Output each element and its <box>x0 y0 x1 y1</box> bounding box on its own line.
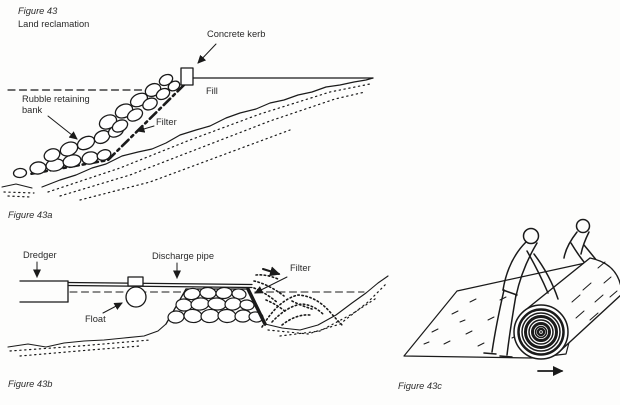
rubble-stone <box>167 310 185 324</box>
rubble-stone <box>76 135 96 151</box>
label-filter-43b: Filter <box>290 263 311 273</box>
rubble-stone <box>96 149 112 161</box>
label-float: Float <box>85 314 106 324</box>
worker-left-head <box>522 227 540 245</box>
ground-left-43a <box>1 183 33 189</box>
filter-layer-43b <box>246 287 267 326</box>
worker-left-front <box>515 242 538 297</box>
filter-arrow-43a <box>136 125 155 133</box>
caption-figure-43c: Figure 43c <box>398 381 442 391</box>
roll-shading-hatch <box>571 261 618 321</box>
rubble-stone <box>183 308 203 324</box>
rubble-stone <box>43 148 61 162</box>
worker-left-leg <box>491 289 505 353</box>
label-discharge-pipe: Discharge pipe <box>152 251 215 261</box>
panel-43a <box>1 43 374 201</box>
rubble-stones-43a <box>12 73 181 179</box>
caption-figure-43b: Figure 43b <box>8 379 53 389</box>
sea-bed-right <box>264 275 389 331</box>
concrete-kerb <box>180 67 194 86</box>
worker-right-back <box>563 231 578 259</box>
label-concrete-kerb: Concrete kerb <box>207 29 266 39</box>
label-filter-43a: Filter <box>156 117 177 127</box>
float-arrow <box>102 302 123 314</box>
worker-left <box>483 227 559 358</box>
concrete-kerb-arrow <box>197 43 217 64</box>
ground-slope-43a <box>41 77 374 188</box>
worker-right-front <box>580 231 590 255</box>
float-circle <box>125 286 147 308</box>
label-fill: Fill <box>206 86 218 96</box>
rubble-stone <box>111 119 129 133</box>
worker-left-foot <box>499 355 513 358</box>
worker-left-foot <box>483 352 497 355</box>
rubble-stone <box>167 80 181 92</box>
rubble-stone <box>12 167 28 179</box>
filter-arrow-43b <box>254 276 288 294</box>
rubble-stone <box>200 308 220 324</box>
ground-stipple-43a <box>3 83 371 201</box>
roll-spiral-end <box>513 304 569 360</box>
worker-right-head <box>575 218 591 234</box>
rubble-stone <box>207 297 227 311</box>
rubble-stone <box>142 97 158 111</box>
sea-bed-left <box>7 323 167 348</box>
rubble-stone <box>217 308 237 324</box>
label-rubble-retaining-bank: Rubble retaining bank <box>22 94 90 116</box>
worker-left-back <box>502 241 527 291</box>
worker-left-arm <box>526 250 549 294</box>
rubble-stone <box>29 161 47 175</box>
worker-left-waist <box>502 289 518 296</box>
worker-left-leg <box>506 294 517 356</box>
rubble-stone <box>126 108 144 122</box>
spray-direction-arrow <box>262 266 281 277</box>
sea-bed-stipple <box>9 283 387 357</box>
rubble-bank-arrow <box>47 115 78 140</box>
float-clamp <box>127 276 144 287</box>
worker-left-arm <box>533 253 559 300</box>
rubble-stone <box>158 73 174 87</box>
discharge-spray <box>253 274 343 328</box>
discharge-pipe-line <box>67 281 253 289</box>
label-dredger: Dredger <box>23 250 57 260</box>
panel-43c <box>403 218 620 376</box>
panel-43b <box>7 261 389 357</box>
figure-subtitle: Land reclamation <box>18 19 90 29</box>
figure-title: Figure 43 <box>18 6 58 16</box>
rubble-stone <box>155 87 171 101</box>
dredger-hull <box>19 280 69 303</box>
caption-figure-43a: Figure 43a <box>8 210 53 220</box>
